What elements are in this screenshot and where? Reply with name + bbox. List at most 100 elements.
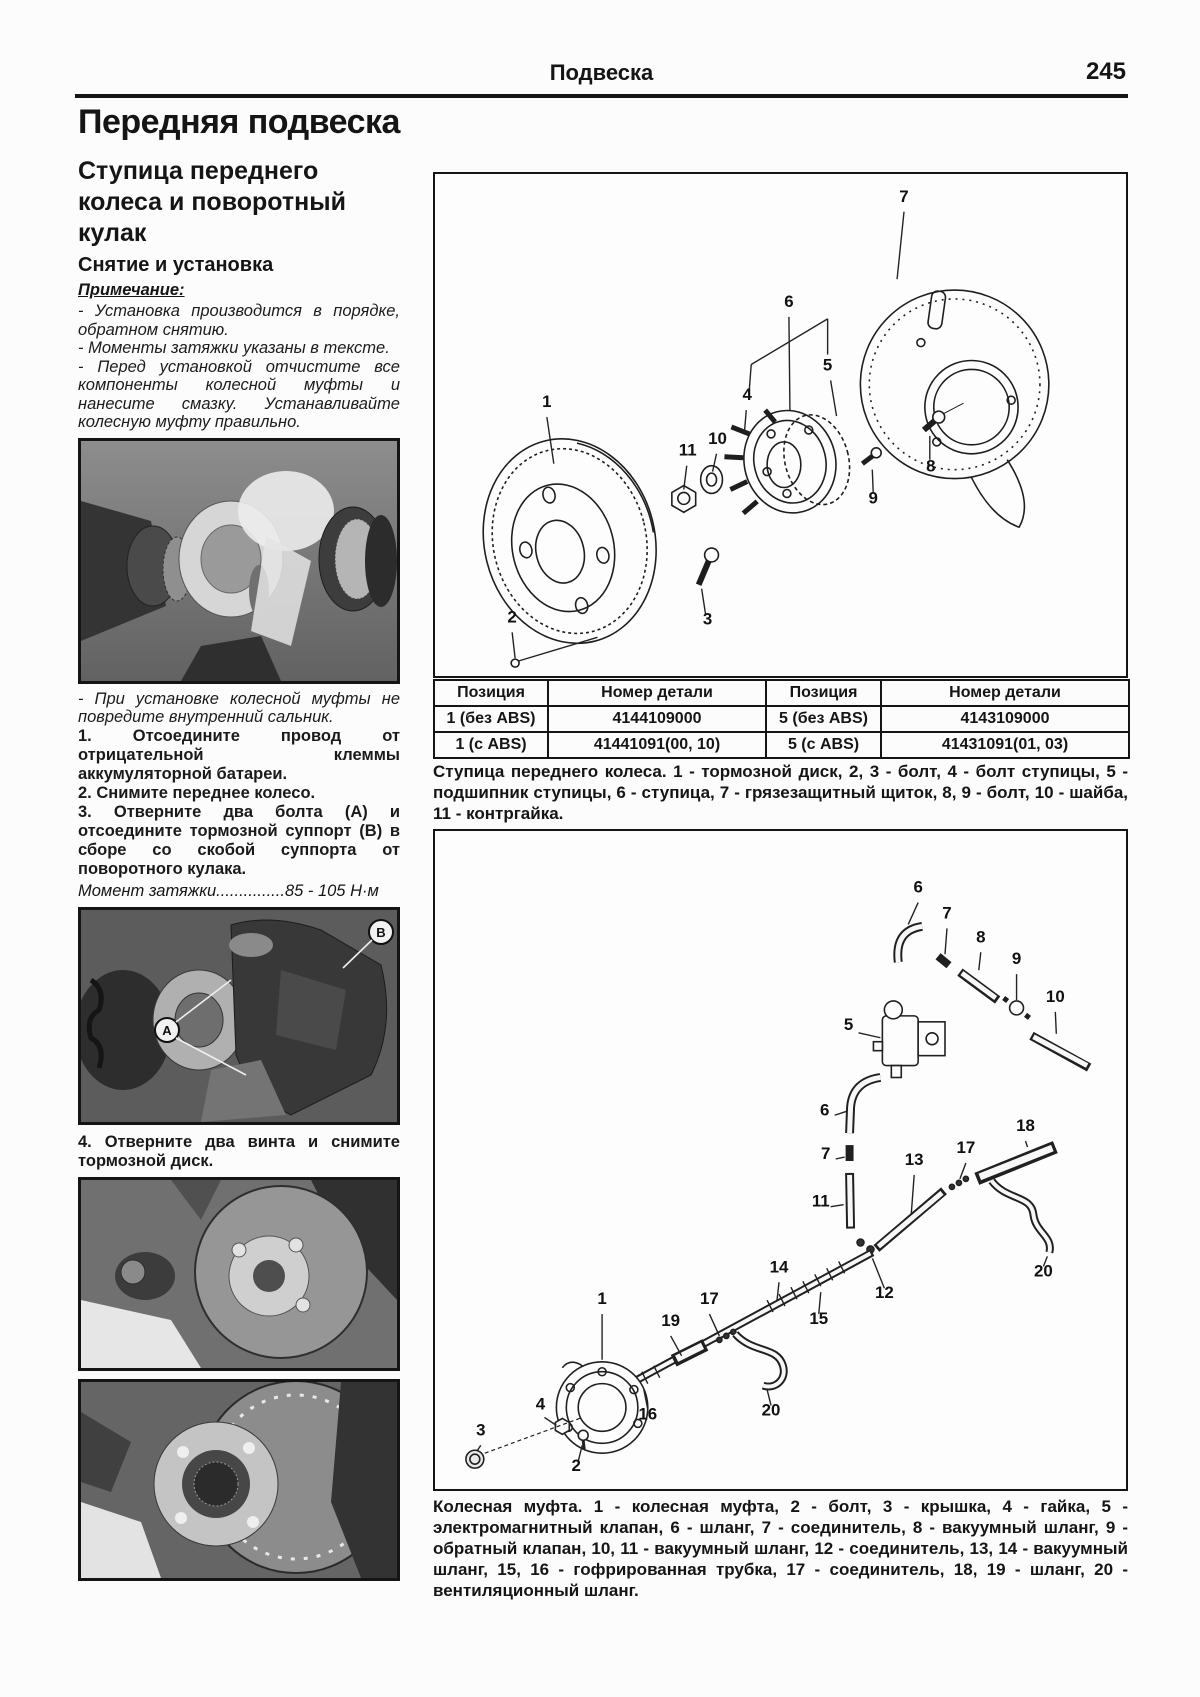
part-number-label: 15 [809, 1309, 828, 1328]
part-number-label: 9 [1012, 949, 1021, 968]
subsection-heading: Снятие и установка [78, 254, 274, 276]
caption-wheel-clutch: Колесная муфта. 1 - колесная муфта, 2 - … [433, 1497, 1128, 1600]
photo-hub-parts [78, 437, 400, 684]
part-number-label: 10 [708, 429, 727, 448]
disc-screw [510, 658, 520, 668]
table-cell: 4144109000 [547, 705, 767, 733]
part-number-label: 2 [572, 1456, 581, 1475]
table-header-cell: Позиция [433, 679, 549, 707]
bolt-2 [577, 1429, 589, 1450]
table-cell: 41441091(00, 10) [547, 731, 767, 759]
washer [699, 464, 724, 495]
part-number-label: 3 [476, 1420, 485, 1439]
photo-caliper: А В [75, 906, 400, 1125]
nut-4 [554, 1417, 571, 1436]
part-number-label: 7 [942, 903, 951, 922]
note-item: - Моменты затяжки указаны в тексте. [78, 339, 390, 357]
part-number-label: 7 [899, 187, 908, 206]
step-3: 3. Отверните два болта (А) и отсоедините… [78, 802, 400, 878]
part-number-label: 8 [976, 927, 985, 946]
photo-disc-removal-image [81, 1179, 397, 1368]
dust-shield [859, 289, 1050, 529]
check-valve-9 [1002, 995, 1031, 1020]
brake-disc [482, 438, 657, 645]
part-number-label: 1 [542, 392, 551, 411]
part-number-label: 10 [1046, 987, 1065, 1006]
part-number-label: 6 [820, 1100, 829, 1119]
locknut [671, 484, 697, 514]
torque-spec: Момент затяжки...............85 - 105 Н·… [78, 881, 379, 900]
step-1: 1. Отсоедините провод от отрицательной к… [78, 726, 400, 783]
note-heading: Примечание: [78, 281, 185, 299]
table-header-cell: Номер детали [547, 679, 767, 707]
connector-12 [856, 1238, 865, 1247]
part-number-label: 8 [926, 457, 935, 476]
connector-17a [948, 1175, 970, 1191]
part-number-label: 5 [823, 355, 832, 374]
table-row: 1 (с ABS)41441091(00, 10)5 (с ABS)414310… [433, 731, 1130, 759]
bolt-3 [465, 1416, 583, 1469]
photo-disc-removal [78, 1176, 400, 1371]
part-number-label: 7 [821, 1144, 830, 1163]
photo-hub-parts-image [81, 440, 397, 681]
hub [724, 408, 851, 516]
table-header-cell: Позиция [765, 679, 882, 707]
connector-7a [935, 953, 952, 969]
table-header-cell: Номер детали [880, 679, 1130, 707]
photo-caliper-image: А В [75, 909, 397, 1122]
callout-a: А [162, 1023, 172, 1038]
part-number-label: 1 [597, 1289, 606, 1308]
part-number-label: 17 [956, 1138, 975, 1157]
page-title: Передняя подвеска [78, 103, 400, 141]
hose-6b [845, 1073, 882, 1134]
table-cell: 1 (с ABS) [433, 731, 549, 759]
photo-hub-closeup [78, 1378, 400, 1581]
part-number-label: 6 [913, 878, 922, 897]
part-number-label: 19 [661, 1311, 680, 1330]
bolt-3 [695, 547, 720, 586]
part-number-label: 6 [784, 292, 793, 311]
callout-b: В [376, 925, 385, 940]
step-4: 4. Отверните два винта и снимите тормозн… [78, 1132, 400, 1170]
section-heading: Ступица переднего колеса и поворотный ку… [78, 157, 346, 247]
part-number-label: 20 [762, 1400, 781, 1419]
bolt-9 [860, 447, 882, 466]
part-number-label: 17 [700, 1289, 719, 1308]
part-number-label: 2 [507, 607, 516, 626]
part-number-label: 16 [638, 1404, 657, 1423]
part-number-label: 18 [1016, 1116, 1035, 1135]
photo-hub-closeup-image [81, 1379, 397, 1578]
part-number-label: 20 [1034, 1261, 1053, 1280]
part-number-label: 11 [679, 441, 697, 460]
part-number-label: 11 [812, 1192, 830, 1211]
table-cell: 5 (с ABS) [765, 731, 882, 759]
step-2: 2. Снимите переднее колесо. [78, 783, 316, 802]
solenoid-valve [872, 1000, 946, 1079]
part-number-label: 3 [703, 609, 712, 628]
photo1-note: - При установке колесной муфты не повред… [78, 689, 400, 727]
note-item: - Перед установкой отчистите все компоне… [78, 357, 400, 432]
part-number-label: 12 [875, 1283, 894, 1302]
table-cell: 5 (без ABS) [765, 705, 882, 733]
part-number-label: 5 [844, 1015, 853, 1034]
table-cell: 4143109000 [880, 705, 1130, 733]
bolt-8 [921, 402, 964, 433]
wheel-clutch [555, 1360, 649, 1455]
part-number-label: 14 [770, 1257, 789, 1276]
page-header: Подвеска 245 [75, 54, 1128, 98]
part-number-label: 4 [743, 385, 753, 404]
caption-front-hub: Ступица переднего колеса. 1 - тормозной … [433, 762, 1128, 823]
chapter-title: Подвеска [549, 60, 654, 85]
part-number-label: 13 [905, 1150, 924, 1169]
